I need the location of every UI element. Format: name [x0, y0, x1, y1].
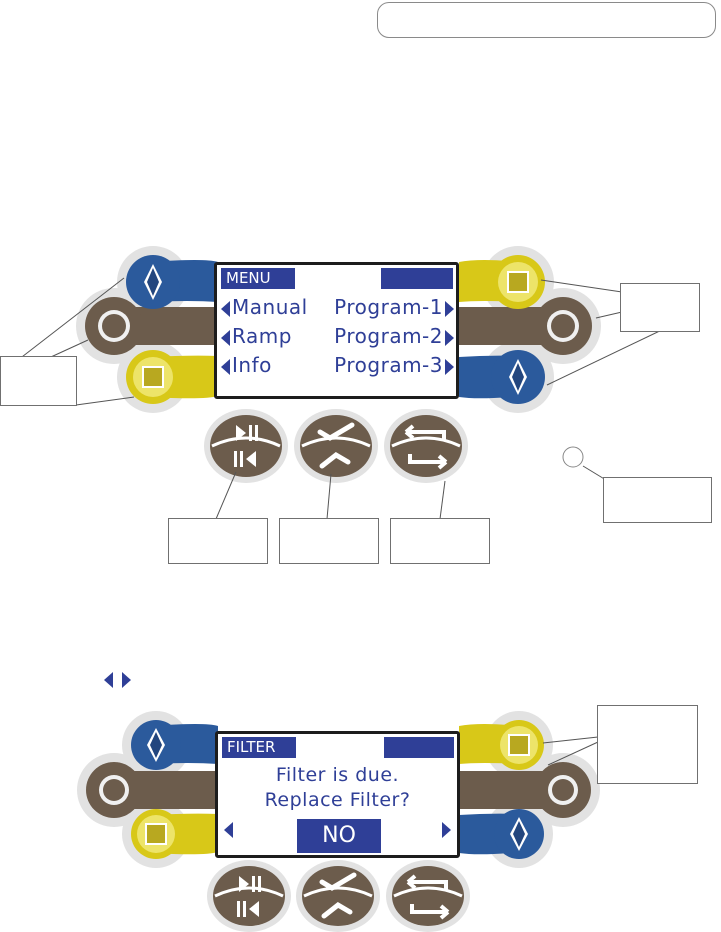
right-arrow-icon[interactable]: [442, 822, 451, 838]
left-arrow-icon: [221, 358, 230, 375]
right-top-button[interactable]: [491, 255, 545, 309]
left-arrow-icon: [221, 329, 230, 346]
callout-box-back: [390, 518, 490, 564]
circle-icon: [103, 779, 125, 801]
play-pause-icon: [237, 876, 261, 917]
diamond-icon: [150, 732, 162, 758]
right-bottom-button[interactable]: [494, 809, 544, 859]
left-button-cluster: [77, 711, 218, 868]
diamond-icon: [147, 268, 159, 296]
diamond-icon: [513, 821, 525, 847]
left-button-cluster: [76, 246, 218, 413]
right-button-cluster: [459, 246, 601, 413]
right-arrow-icon: [445, 300, 454, 317]
right-top-button[interactable]: [494, 720, 544, 770]
play-pause-button[interactable]: [207, 860, 291, 932]
callout-lines: [17, 277, 669, 520]
lcd-header-bar: [384, 737, 454, 758]
square-icon: [145, 823, 167, 845]
right-arrow-icon: [445, 329, 454, 346]
left-arrow-icon: [104, 671, 113, 688]
control-panel-filter: [77, 711, 600, 932]
left-arrow-icon: [221, 300, 230, 317]
play-pause-icon: [234, 425, 258, 467]
callout-lines: [542, 736, 599, 766]
confirm-button[interactable]: [296, 860, 380, 932]
back-button[interactable]: [386, 860, 470, 932]
play-pause-button[interactable]: [204, 409, 288, 483]
return-arrows-icon: [404, 424, 448, 470]
callout-box-confirm: [279, 518, 379, 564]
lcd-header-title: FILTER: [222, 737, 296, 758]
right-button-cluster: [459, 711, 600, 868]
square-icon: [142, 366, 164, 388]
callout-box-play-pause: [168, 518, 268, 564]
left-middle-button[interactable]: [86, 762, 142, 818]
right-arrow-icon: [445, 358, 454, 375]
callout-box-indicator: [603, 477, 712, 523]
right-bottom-button[interactable]: [491, 350, 545, 404]
indicator-led: [562, 446, 584, 468]
circle-icon: [552, 779, 574, 801]
filter-lcd-screen: FILTER Filter is due. Replace Filter? NO: [215, 731, 460, 858]
right-arrow-icon: [122, 671, 132, 688]
square-icon: [507, 271, 529, 293]
return-arrows-icon: [406, 874, 450, 920]
title-box: [377, 2, 716, 38]
arrow-keys-legend: [104, 669, 132, 688]
callout-box-right-buttons: [620, 283, 700, 332]
confirm-button[interactable]: [294, 409, 378, 483]
check-icon: [317, 422, 355, 469]
circle-icon: [102, 314, 126, 338]
option-no-button[interactable]: NO: [297, 819, 381, 853]
control-panel-menu: [17, 246, 669, 520]
filter-message-line1: Filter is due.: [275, 764, 400, 786]
menu-lcd-screen: MENU Manual Ramp Info Program-1 Program-…: [214, 262, 459, 399]
filter-message-line2: Replace Filter?: [264, 789, 411, 811]
lcd-header-title: MENU: [221, 268, 295, 289]
check-icon: [319, 872, 357, 919]
menu-item-program-1[interactable]: Program-1: [334, 295, 454, 319]
lcd-header-bar: [381, 268, 453, 289]
menu-item-ramp[interactable]: Ramp: [221, 324, 292, 348]
back-button[interactable]: [384, 409, 468, 483]
left-up-button[interactable]: [131, 720, 181, 770]
circle-icon: [551, 314, 575, 338]
menu-item-program-2[interactable]: Program-2: [334, 324, 454, 348]
right-middle-button[interactable]: [534, 297, 592, 355]
callout-box-left-buttons: [0, 356, 77, 406]
left-down-button[interactable]: [131, 809, 181, 859]
left-arrow-icon[interactable]: [224, 822, 233, 838]
diamond-icon: [512, 363, 524, 391]
right-middle-button[interactable]: [535, 762, 591, 818]
left-middle-button[interactable]: [85, 297, 143, 355]
menu-item-manual[interactable]: Manual: [221, 295, 308, 319]
menu-item-program-3[interactable]: Program-3: [334, 353, 454, 377]
square-icon: [508, 734, 530, 756]
left-down-button[interactable]: [126, 350, 180, 404]
left-up-button[interactable]: [126, 255, 180, 309]
callout-box-right-buttons-2: [597, 705, 698, 784]
menu-item-info[interactable]: Info: [221, 353, 272, 377]
